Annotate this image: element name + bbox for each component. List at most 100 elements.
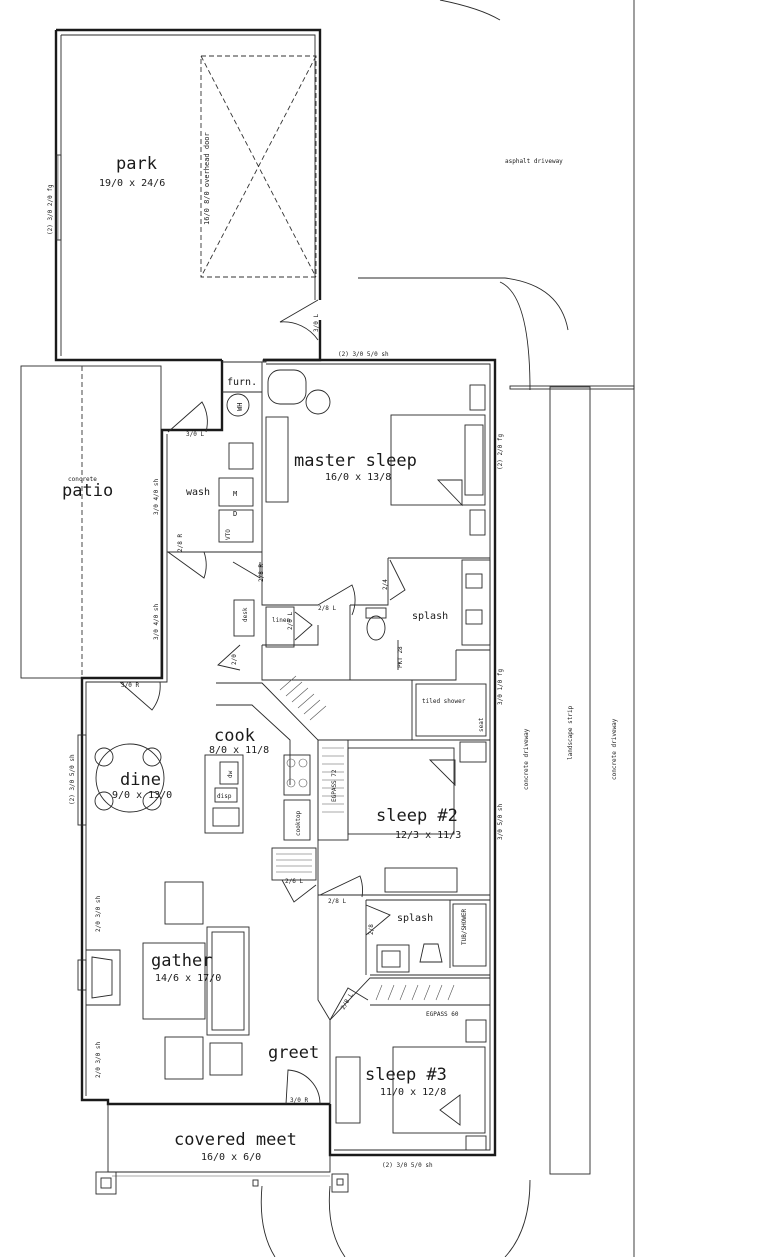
- bath2-door[interactable]: [365, 904, 391, 936]
- egpass-60-label: EGPASS 60: [426, 1011, 459, 1018]
- driveway-curve-right: [499, 281, 531, 391]
- wash-ext-door-label: 3/0 L: [186, 431, 204, 438]
- covered-meet-dim: 16/0 x 6/0: [201, 1152, 261, 1163]
- kitchen: [204, 754, 311, 841]
- master-door-label: 2/8 L: [318, 605, 336, 612]
- closet-door-label: 2/4: [382, 579, 389, 590]
- side-table: [305, 389, 331, 415]
- sleep2-nightstand: [459, 741, 487, 763]
- desk: [233, 599, 255, 637]
- patio-surface-label: concrete: [68, 476, 97, 483]
- sleep-2: [318, 739, 490, 896]
- fireplace: [86, 949, 121, 1006]
- garage-entry-door[interactable]: [279, 299, 319, 341]
- master-window-top: (2) 3/0 5/0 sh: [338, 351, 389, 358]
- covered-meet-name: covered meet: [174, 1130, 297, 1150]
- dining-table: [95, 743, 165, 813]
- master-room-name: master sleep: [294, 451, 417, 471]
- landscape-strip-label: landscape strip: [567, 705, 574, 760]
- sleep2-door-label: 2/8 L: [328, 898, 346, 905]
- gather-room-name: gather: [151, 951, 212, 971]
- covered-porch: [95, 1104, 349, 1195]
- dw-label: dw: [227, 770, 234, 778]
- landscape-strip: [549, 386, 591, 1175]
- second-bath: [319, 875, 490, 976]
- walk-curve-2: [328, 1185, 346, 1257]
- armchair: [267, 369, 307, 405]
- linen-label: linen: [272, 617, 290, 624]
- linen-door[interactable]: [294, 611, 313, 641]
- walk-curve: [260, 1185, 276, 1257]
- garage-door-opening: [200, 55, 317, 278]
- sleep3-door[interactable]: [329, 987, 369, 1021]
- pocket-door-label: PKT 28: [397, 646, 404, 668]
- bath2-vanity: [376, 944, 410, 973]
- splash2-room-name: splash: [397, 913, 433, 924]
- wash-int-door[interactable]: [167, 551, 207, 579]
- gather-window-2: 2/0 3/0 sh: [95, 1041, 102, 1078]
- gather-window-1: 2/0 3/0 sh: [95, 895, 102, 932]
- stair-door[interactable]: [281, 879, 317, 903]
- dine-ext-door[interactable]: [119, 681, 161, 711]
- hall-door[interactable]: [232, 561, 261, 579]
- front-door-label: 3/0 R: [290, 1097, 308, 1104]
- house-walls: [80, 358, 497, 1157]
- coffee-table: [142, 942, 206, 1020]
- master-door[interactable]: [317, 584, 356, 616]
- armchair-top: [164, 881, 204, 925]
- driveway-apron-lower: [504, 1179, 531, 1257]
- dine-room-dim: 9/0 x 13/0: [112, 790, 172, 801]
- garage: [54, 28, 322, 362]
- sleep3-dresser: [335, 1056, 361, 1124]
- park-room-dim: 19/0 x 24/6: [99, 178, 165, 189]
- end-table: [209, 1042, 243, 1076]
- chair-3: [94, 791, 114, 811]
- wash-room-name: wash: [186, 487, 210, 498]
- concrete-driveway-label-2: concrete driveway: [611, 718, 618, 780]
- concrete-driveway-label-1: concrete driveway: [523, 728, 530, 790]
- driveway-edge-box: [509, 385, 635, 390]
- wash-window-label: 3/0 4/0 sh: [153, 478, 160, 515]
- sleep2-door[interactable]: [319, 875, 363, 898]
- tiled-shower-label: tiled shower: [422, 698, 466, 705]
- pantry-door[interactable]: [217, 644, 241, 671]
- sleep3-nightstand-1: [465, 1019, 487, 1043]
- linen-door-label: 2/0 L: [287, 612, 294, 630]
- park-window-label: (2) 3/0 2/0 fg: [47, 184, 54, 235]
- desk-label: desk: [242, 607, 249, 622]
- stair-landing: [271, 847, 317, 881]
- tub-shower: [452, 903, 487, 967]
- tiled-shower: [415, 683, 487, 737]
- wash-room: [167, 361, 263, 579]
- island: [204, 754, 244, 834]
- park-room-name: park: [116, 154, 157, 174]
- bath2-sink: [381, 950, 401, 968]
- master-sleep: [261, 359, 490, 616]
- chair-1: [94, 747, 114, 767]
- furn-label: furn.: [227, 377, 257, 388]
- sofa: [206, 926, 250, 1036]
- front-door[interactable]: [285, 1069, 321, 1105]
- laundry-sink: [228, 442, 254, 470]
- closet-door[interactable]: [389, 559, 406, 601]
- pantry-door-label: 2/0: [231, 654, 238, 665]
- vto-label: VTO: [225, 529, 232, 540]
- master-bed: [390, 414, 486, 506]
- dine-ext-door-label: 3/0 R: [121, 682, 139, 689]
- seat-label: seat: [478, 717, 485, 732]
- gather: [77, 860, 331, 1104]
- garage-door-label: 3/0 L: [313, 314, 320, 332]
- porch-post-right: [331, 1173, 349, 1193]
- tub-label: TUB/SHOWER: [461, 908, 468, 945]
- oven-cabinet: [283, 799, 311, 841]
- master-room-dim: 16/0 x 13/8: [325, 472, 391, 483]
- toilet: [365, 607, 387, 619]
- wash-ext-door[interactable]: [167, 401, 208, 433]
- island-sink: [212, 807, 240, 827]
- master-window-side: (2) 2/0 fg: [497, 433, 504, 470]
- asphalt-driveway-label: asphalt driveway: [505, 158, 563, 165]
- egpass-72-label: EGPASS 72: [331, 769, 338, 802]
- stair-door-label: 2/6 L: [285, 878, 303, 885]
- gather-room-dim: 14/6 x 17/0: [155, 973, 221, 984]
